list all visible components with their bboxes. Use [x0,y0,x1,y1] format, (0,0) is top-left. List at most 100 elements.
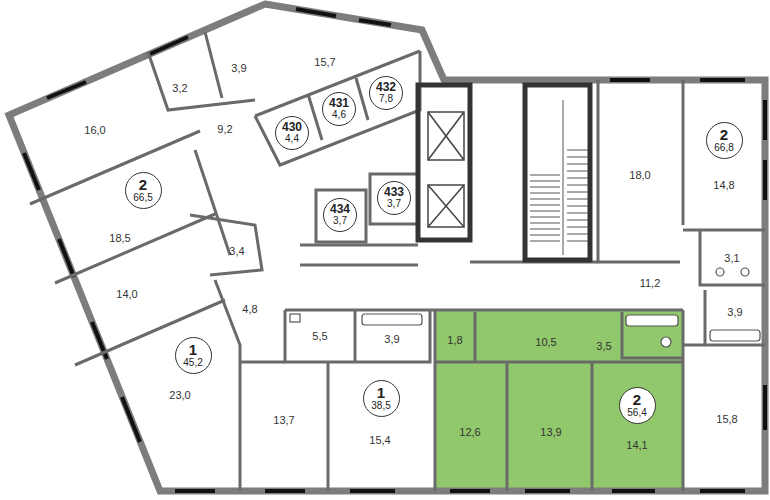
unit-area: 66,8 [714,143,733,154]
interior-wall [255,51,420,116]
interior-wall [356,78,368,120]
room-area: 9,2 [216,123,233,135]
stair-tread [567,192,588,193]
interior-wall [598,80,680,262]
bathroom-fixture [290,314,300,322]
room-area: 3,9 [230,62,247,74]
highlighted-apartment [435,311,683,491]
window [700,78,745,82]
room-area: 15,8 [715,413,738,425]
elevator-shaft [428,112,464,160]
room-area: 3,9 [726,306,743,318]
highlighted-apartment [435,311,683,491]
window [265,489,305,493]
bathroom-fixture [290,268,760,347]
unit-area: 45,2 [183,358,202,369]
unit-number: 1 [377,385,385,401]
window [525,489,570,493]
room-area: 3,1 [723,252,740,264]
apartment-marker: 138,5 [363,380,400,417]
interior-wall [705,290,765,345]
storage-marker: 4304,4 [275,116,309,150]
apartment-marker: 266,8 [706,122,743,159]
bathroom-fixture [741,268,749,276]
building-core [418,85,590,260]
interior-wall [55,214,215,283]
window [359,20,391,25]
stair-tread [530,175,560,176]
elevator-shaft [428,185,464,227]
room-area: 14,0 [115,288,138,300]
stair-tread [567,213,588,214]
interior-wall [683,344,705,347]
stair-tread [530,181,560,182]
stair-tread [530,229,560,230]
unit-area: 3,7 [333,216,347,227]
stair-tread [530,217,560,218]
building-core [525,85,590,260]
interior-wall [190,215,262,275]
stair-tread [567,234,588,235]
interior-wall [30,131,200,204]
room-area: 15,4 [368,434,391,446]
window [763,385,767,430]
stair-tread [567,178,588,179]
elevator-shaft [428,185,464,227]
unit-number: 2 [720,127,728,143]
room-area: 16,0 [83,124,106,136]
interior-wall [682,80,685,225]
room-area: 13,9 [539,426,562,438]
unit-area: 4,6 [332,110,346,121]
unit-number: 432 [376,81,396,94]
window [296,9,336,16]
unit-number: 1 [189,342,197,358]
interior-wall [700,230,765,285]
interior-wall [240,361,285,364]
interior-wall [300,244,418,247]
elevator-shaft [428,112,464,160]
storage-marker: 4327,8 [369,76,403,110]
interior-wall [682,310,685,491]
stair-tread [567,227,588,228]
room-area: 3,4 [228,245,245,257]
room-area: 5,5 [311,330,328,342]
window [24,153,39,190]
interior-wall [308,94,322,140]
unit-area: 56,4 [627,408,646,419]
elevator-shaft [428,112,464,160]
stair-tread [530,199,560,200]
interior-wall [215,280,240,491]
stair-tread [567,171,588,172]
unit-area: 7,8 [379,94,393,105]
room-area: 11,2 [639,277,662,289]
interior-wall [300,264,418,267]
interior-wall [285,310,430,362]
interior-wall [327,362,330,491]
storage-marker: 4343,7 [323,198,357,232]
stair-railing [563,100,564,255]
outer-wall [9,4,765,491]
unit-area: 66,5 [133,193,152,204]
room-area: 13,7 [272,414,295,426]
stair-tread [530,211,560,212]
stair-tread [530,241,560,242]
window [763,160,767,200]
room-area: 18,0 [628,169,651,181]
bathroom-fixture [626,315,678,326]
room-area: 3,2 [171,82,188,94]
interior-wall [285,309,683,312]
interior-wall [148,52,255,110]
window [450,489,490,493]
interior-wall [506,362,509,491]
apartment-marker: 266,5 [125,172,162,209]
storage-marker: 4314,6 [322,92,356,126]
unit-area: 3,7 [387,199,401,210]
window [59,239,74,277]
interior-wall [435,361,683,364]
interior-wall [622,312,683,358]
unit-number: 2 [139,177,147,193]
window [612,489,655,493]
interior-wall [591,362,594,491]
